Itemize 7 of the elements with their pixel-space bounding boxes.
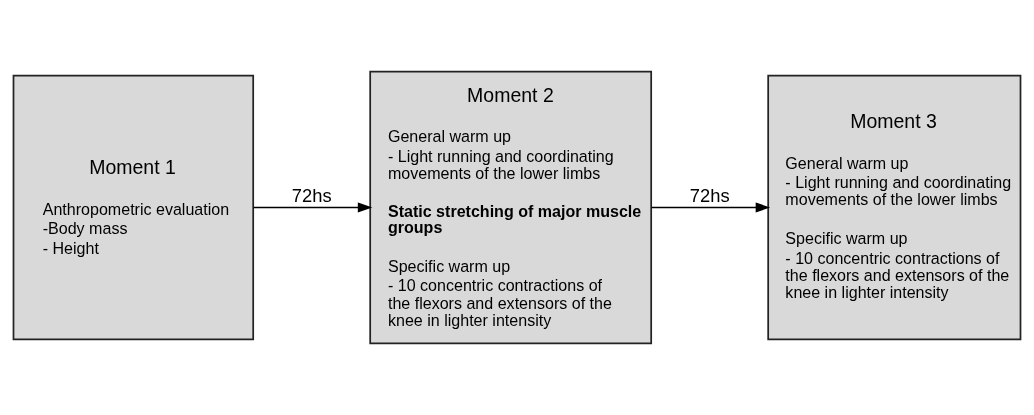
node-box: Moment 1 Anthropometric evaluation -Body mass - Height — [12, 74, 255, 341]
edge-label: 72hs — [291, 184, 332, 206]
node-box: Moment 2 General warm up - Light running and coordinating movements of the lower limbs Static stretching of major muscle groups Specific warm up - 10 concentric contractions of the flexors and extensors of the knee in lighter intensity — [369, 70, 653, 345]
edge-label: 72hs — [689, 184, 730, 206]
arrow — [252, 202, 373, 213]
node-box: Moment 3 General warm up - Light running and coordinating movements of the lower limbs Specific warm up - 10 concentric contractions of the flexors and extensors of the knee in lighter intensity — [767, 74, 1022, 341]
arrow — [650, 202, 771, 213]
